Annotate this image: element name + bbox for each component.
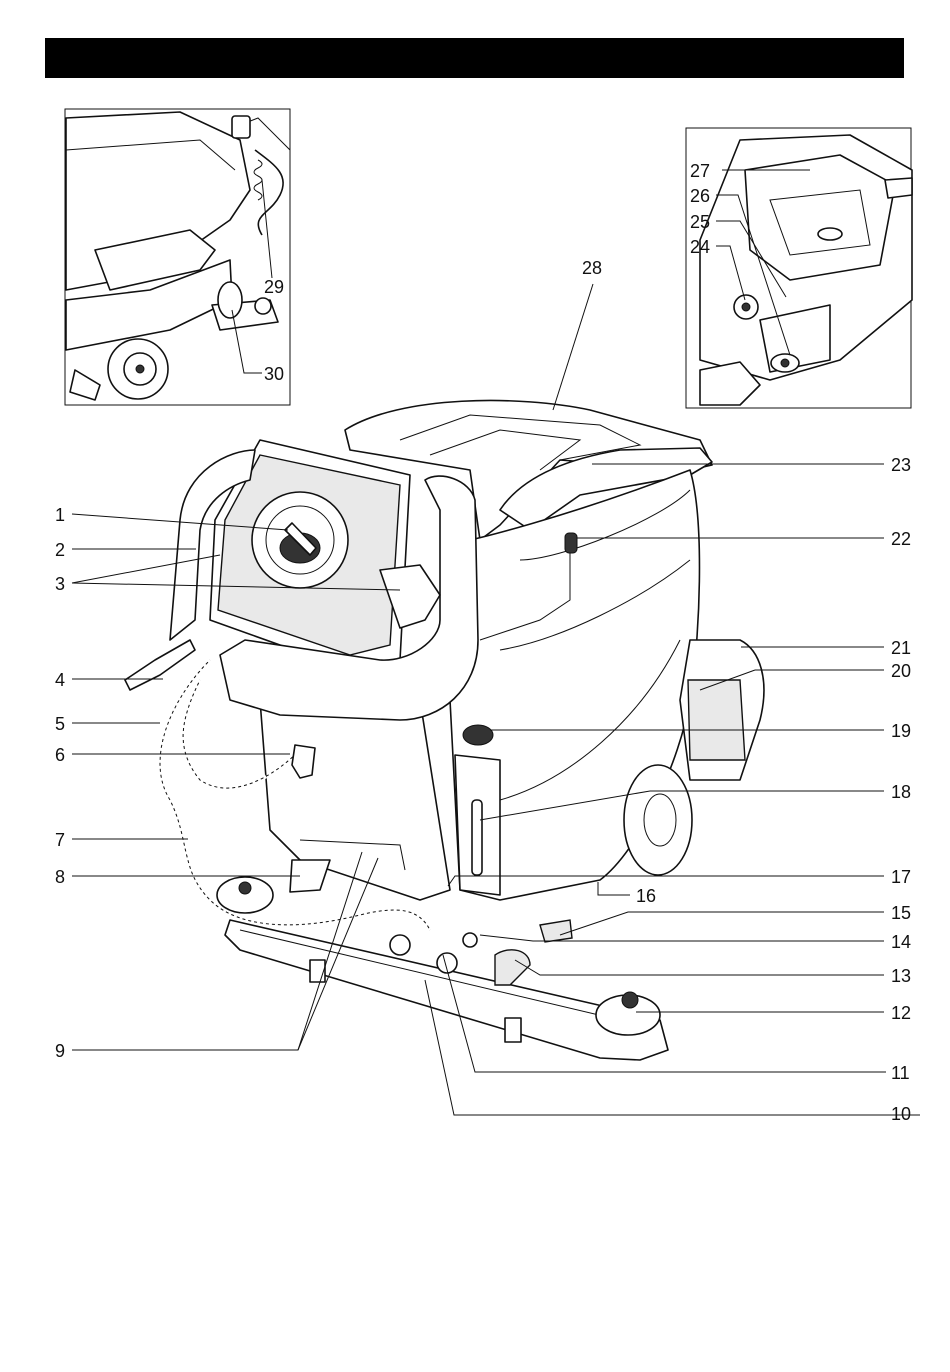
callout-26: 26	[690, 186, 710, 206]
callout-12: 12	[891, 1003, 911, 1023]
callout-1: 1	[55, 505, 65, 525]
callout-28: 28	[582, 258, 602, 278]
callout-29: 29	[264, 277, 284, 297]
callout-8: 8	[55, 867, 65, 887]
callout-22: 22	[891, 529, 911, 549]
callout-2: 2	[55, 540, 65, 560]
callout-19: 19	[891, 721, 911, 741]
callout-20: 20	[891, 661, 911, 681]
callout-14: 14	[891, 932, 911, 952]
callout-6: 6	[55, 745, 65, 765]
callout-27: 27	[690, 161, 710, 181]
callout-24: 24	[690, 237, 710, 257]
callout-18: 18	[891, 782, 911, 802]
callout-10: 10	[891, 1104, 911, 1124]
inset-hose-wheel	[65, 109, 290, 405]
callout-7: 7	[55, 830, 65, 850]
callout-15: 15	[891, 903, 911, 923]
callout-3: 3	[55, 574, 65, 594]
callout-4: 4	[55, 670, 65, 690]
callout-23: 23	[891, 455, 911, 475]
callout-13: 13	[891, 966, 911, 986]
callout-9: 9	[55, 1041, 65, 1061]
callout-21: 21	[891, 638, 911, 658]
callout-25: 25	[690, 212, 710, 232]
callout-5: 5	[55, 714, 65, 734]
callout-30: 30	[264, 364, 284, 384]
callout-11: 11	[891, 1063, 910, 1083]
callout-17: 17	[891, 867, 911, 887]
callout-16: 16	[636, 886, 656, 906]
